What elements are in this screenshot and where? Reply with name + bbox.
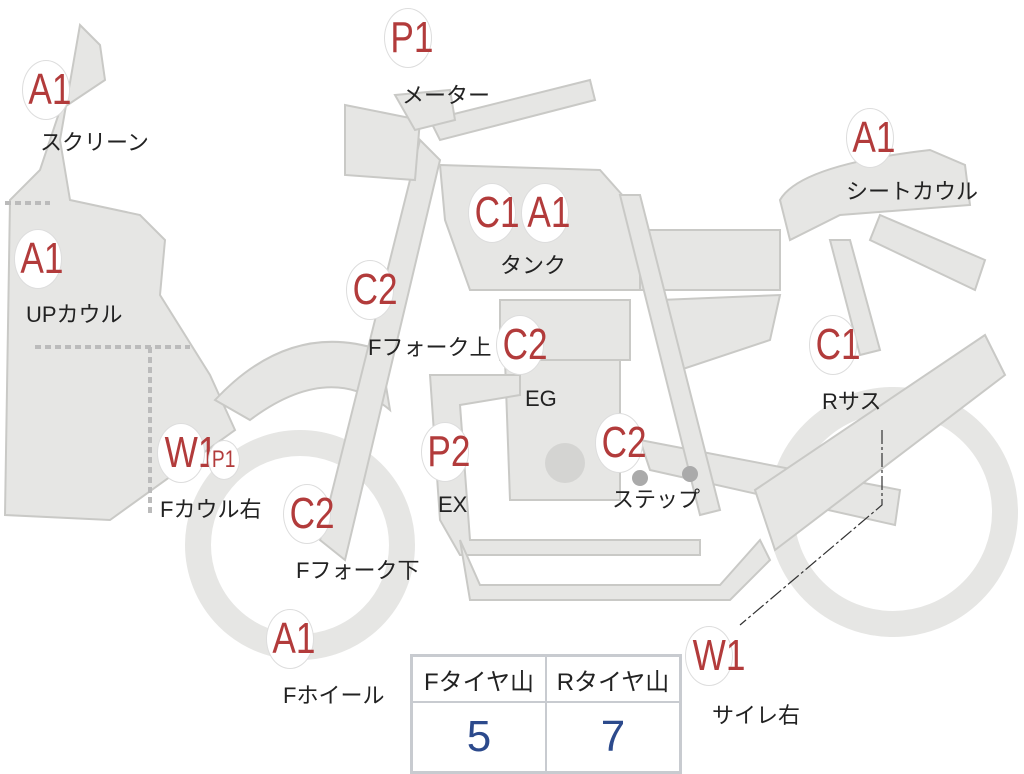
code-badge: A1 [14,229,63,289]
rear-tyre-value: 7 [545,701,682,774]
front-tyre-value: 5 [410,701,547,774]
rear-tyre-header: Rタイヤ山 [545,654,682,703]
code-badge: A1 [521,183,570,243]
part-label: Fカウル右 [160,497,262,522]
part-label: Fフォーク上 [368,335,492,360]
code-badge: C2 [595,413,647,473]
code-badge: C2 [496,315,548,375]
code-badge: C1 [468,183,520,243]
code-badge: A1 [22,60,71,120]
part-label: EX [438,492,468,517]
code-badge: P2 [421,422,470,482]
code-badge: W1 [685,626,745,686]
code-badge: P1 [208,440,240,480]
engine-cover [545,443,585,483]
tail [868,213,987,292]
handlebar [428,78,597,142]
exhaust-lower [459,538,772,601]
part-label: メーター [402,83,491,108]
code-badge: W1 [157,423,217,483]
muffler [753,333,1007,552]
code-badge: A1 [266,609,315,669]
meter [393,88,457,132]
exhaust-pipe [428,374,701,556]
part-label: ステップ [612,487,701,512]
code-badge: C1 [809,315,861,375]
engine [503,359,621,501]
code-badge: C2 [283,484,335,544]
front-fork [318,138,442,562]
headlight [344,103,422,182]
part-label: EG [525,386,557,411]
code-badge: P1 [384,8,433,68]
rear-shock [828,239,882,357]
part-label: スクリーン [40,130,149,155]
part-label: UPカウル [26,302,123,327]
part-label: Fフォーク下 [296,558,420,583]
code-badge: C2 [346,260,398,320]
frame [618,194,722,517]
part-label: シートカウル [846,179,979,204]
part-label: Rサス [822,389,882,414]
part-label: タンク [500,253,567,278]
part-label: Fホイール [283,683,385,708]
code-badge: A1 [846,108,895,168]
part-label: サイレ右 [712,703,801,728]
front-tyre-header: Fタイヤ山 [410,654,547,703]
